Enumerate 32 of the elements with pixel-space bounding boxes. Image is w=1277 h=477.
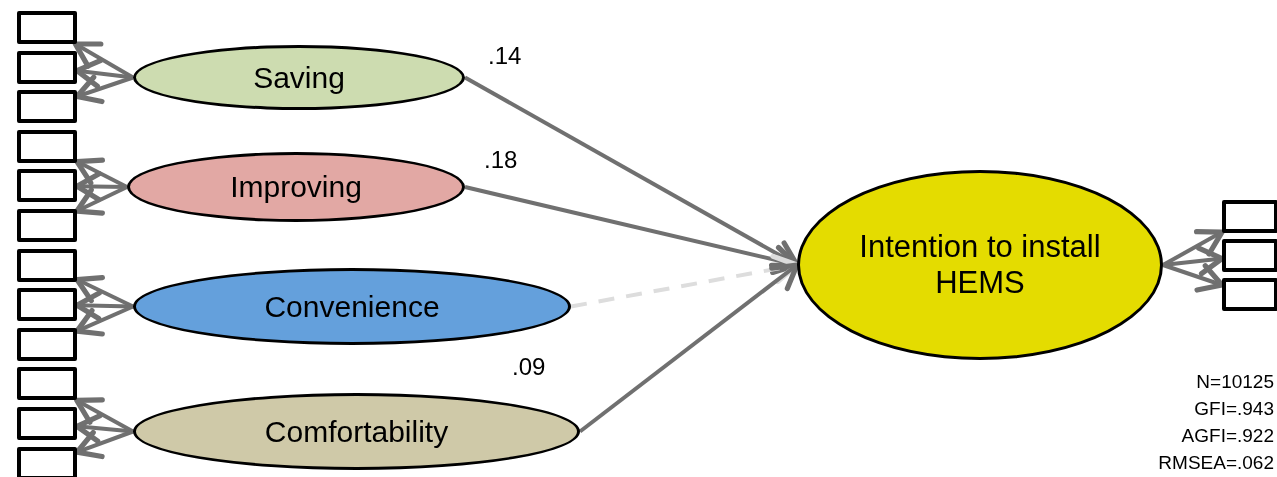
indicator-box [17, 169, 77, 203]
path-arrow [74, 304, 134, 337]
node-label: Convenience [263, 288, 441, 325]
path-coefficient: .18 [484, 146, 518, 174]
path-arrow [74, 185, 128, 216]
indicator-box [17, 248, 77, 282]
indicator-box [17, 129, 77, 163]
indicator-box [17, 367, 77, 401]
indicator-box [17, 288, 77, 322]
path-arrow [578, 262, 800, 434]
fit-statistic: RMSEA=.062 [1158, 452, 1274, 474]
indicator-box [17, 11, 77, 44]
path-coefficient: .09 [512, 353, 546, 381]
indicator-box [17, 327, 77, 361]
path-arrow [74, 429, 134, 460]
indicator-box [1222, 200, 1277, 233]
indicator-box [17, 50, 77, 84]
fit-statistic: GFI=.943 [1194, 398, 1274, 420]
fit-statistic: N=10125 [1196, 371, 1274, 393]
node-label: Saving [252, 59, 346, 96]
node-label: Comfortability [263, 413, 450, 450]
indicator-box [17, 209, 77, 242]
node-label: Improving [229, 169, 363, 205]
indicator-box [17, 407, 77, 440]
indicator-box [1222, 239, 1277, 272]
path-coefficient: .14 [488, 42, 522, 70]
indicator-box [17, 90, 77, 124]
indicator-box [17, 446, 77, 477]
indicator-box [1222, 278, 1277, 311]
path-arrow [74, 74, 134, 105]
fit-statistic: AGFI=.922 [1181, 425, 1274, 447]
node-label: Intention to install HEMS [858, 228, 1102, 302]
